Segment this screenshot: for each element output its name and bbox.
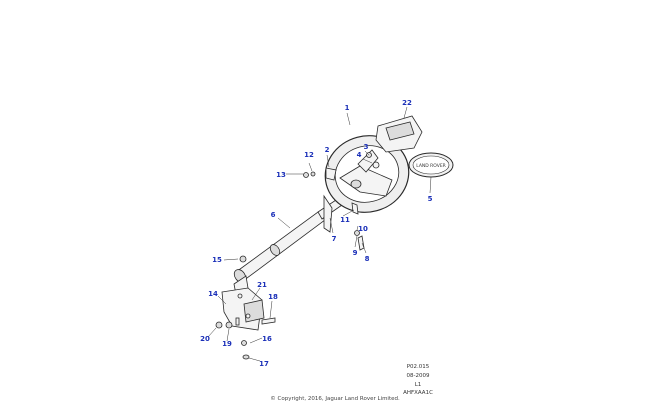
diagram-date: 08-2009 (406, 373, 430, 379)
callout-12: 12 (304, 151, 314, 159)
callout-2: 2 (325, 146, 330, 154)
land-rover-badge: LAND ROVER (408, 152, 454, 178)
callout-6: 6 (271, 211, 276, 219)
hardware-fasteners (215, 152, 380, 360)
callout-22: 22 (402, 99, 412, 107)
callout-9: 9 (353, 249, 358, 257)
callout-16: 16 (262, 335, 272, 343)
diagram-reference: P02.015 (406, 364, 430, 370)
callout-11: 11 (340, 216, 350, 224)
callout-numbers: 1 2 3 4 5 6 7 8 9 10 11 12 13 14 15 16 1… (200, 99, 432, 368)
copyright-notice: © Copyright, 2016, Jaguar Land Rover Lim… (270, 396, 400, 402)
callout-3: 3 (364, 143, 369, 151)
callout-4: 4 (357, 151, 362, 159)
callout-19: 19 (222, 340, 232, 348)
callout-14: 14 (208, 290, 218, 298)
airbag-module (375, 115, 423, 153)
leader-lines (207, 106, 432, 362)
diagram-level: L1 (414, 382, 422, 388)
diagram-code: AHFXAA1C (403, 390, 433, 396)
callout-7: 7 (332, 235, 337, 243)
callout-18: 18 (268, 293, 278, 301)
callout-20: 20 (200, 335, 210, 343)
steering-wheel (324, 135, 410, 213)
callout-1: 1 (345, 104, 350, 112)
callout-10: 10 (358, 225, 368, 233)
callout-5: 5 (428, 195, 433, 203)
steering-column-tube (233, 191, 353, 306)
badge-lettering: LAND ROVER (416, 163, 446, 169)
callout-15: 15 (212, 256, 222, 264)
callout-17: 17 (259, 360, 269, 368)
callout-8: 8 (365, 255, 370, 263)
callout-21: 21 (257, 281, 267, 289)
callout-13: 13 (276, 171, 286, 179)
lower-mounting-bracket (221, 287, 265, 331)
